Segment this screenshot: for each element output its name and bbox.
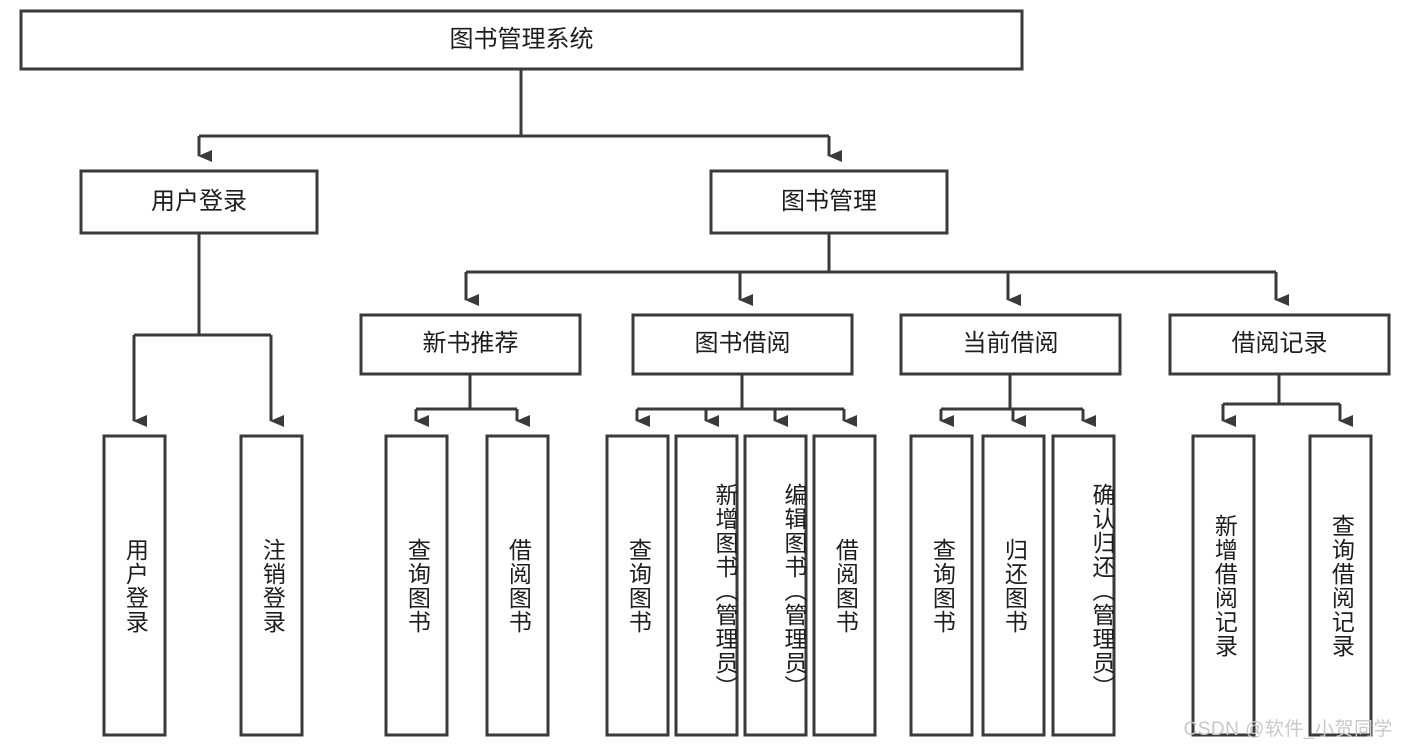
node-box-root[interactable] [19, 9, 1024, 71]
node-box-leaf-add-borrow-record[interactable] [1191, 434, 1256, 737]
node-box-current-borrow[interactable] [899, 313, 1122, 376]
node-box-leaf-query-book-borrow[interactable] [605, 434, 670, 737]
node-box-book-management[interactable] [709, 169, 949, 235]
connector-book-borrow-to-leaves [635, 374, 857, 427]
connector-new-book-recommend-to-leaves [414, 374, 530, 427]
csdn-watermark: CSDN @软件_小贺同学 [1183, 719, 1393, 740]
connector-borrow-records-to-leaves [1221, 374, 1353, 427]
node-box-leaf-confirm-return-admin[interactable] [1051, 434, 1116, 737]
node-box-borrow-records[interactable] [1168, 313, 1391, 376]
node-box-leaf-query-borrow-record[interactable] [1308, 434, 1373, 737]
node-box-book-borrow[interactable] [631, 313, 854, 376]
node-box-leaf-query-book-current[interactable] [909, 434, 974, 737]
node-box-leaf-edit-book-admin[interactable] [743, 434, 808, 737]
node-box-leaf-add-book-admin[interactable] [674, 434, 739, 737]
node-box-leaf-return-book[interactable] [981, 434, 1046, 737]
node-box-leaf-borrow-book-recommend[interactable] [485, 434, 550, 737]
node-box-leaf-user-login[interactable] [102, 434, 167, 737]
connector-current-borrow-to-leaves [939, 374, 1096, 427]
connector-book-management-to-level3 [464, 233, 1289, 306]
node-box-leaf-borrow-book[interactable] [812, 434, 877, 737]
node-box-leaf-query-book-recommend[interactable] [384, 434, 449, 737]
node-box-leaf-logout-login[interactable] [239, 434, 304, 737]
connector-root-to-level2 [197, 69, 842, 162]
node-box-new-book-recommend[interactable] [359, 313, 582, 376]
connector-user-login-to-leaves [132, 233, 284, 427]
node-box-user-login[interactable] [79, 169, 319, 235]
